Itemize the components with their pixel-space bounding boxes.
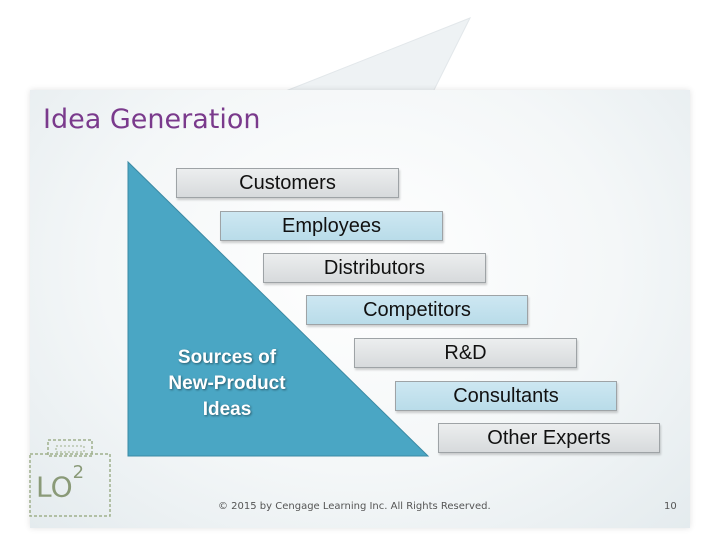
step-label: Employees — [282, 214, 381, 237]
step-employees: Employees — [220, 211, 443, 241]
step-distributors: Distributors — [263, 253, 486, 283]
step-label: Distributors — [323, 256, 426, 279]
step-other-experts: Other Experts — [438, 423, 660, 453]
step-label: Customers — [239, 171, 336, 194]
triangle-label-line: Ideas — [202, 399, 252, 420]
slide-title: Idea Generation — [43, 104, 261, 135]
triangle-label-line: New-Product — [168, 373, 286, 394]
step-label: Other Experts — [487, 426, 611, 449]
sources-triangle — [127, 160, 430, 457]
page-number: 10 — [664, 501, 677, 512]
step-label: R&D — [444, 341, 487, 364]
triangle-label-line: Sources of — [177, 347, 277, 368]
logo-letters: LO — [36, 470, 73, 504]
step-consultants: Consultants — [395, 381, 617, 411]
step-rnd: R&D — [354, 338, 577, 368]
triangle-label: Sources of New-Product Ideas — [147, 345, 307, 423]
step-competitors: Competitors — [306, 295, 528, 325]
logo-text: LO2 — [36, 462, 84, 504]
step-label: Consultants — [453, 384, 559, 407]
logo-superscript: 2 — [72, 462, 85, 483]
step-label: Competitors — [363, 298, 471, 321]
copyright-footer: © 2015 by Cengage Learning Inc. All Righ… — [218, 501, 491, 512]
step-customers: Customers — [176, 168, 399, 198]
learning-objective-icon — [29, 439, 111, 517]
